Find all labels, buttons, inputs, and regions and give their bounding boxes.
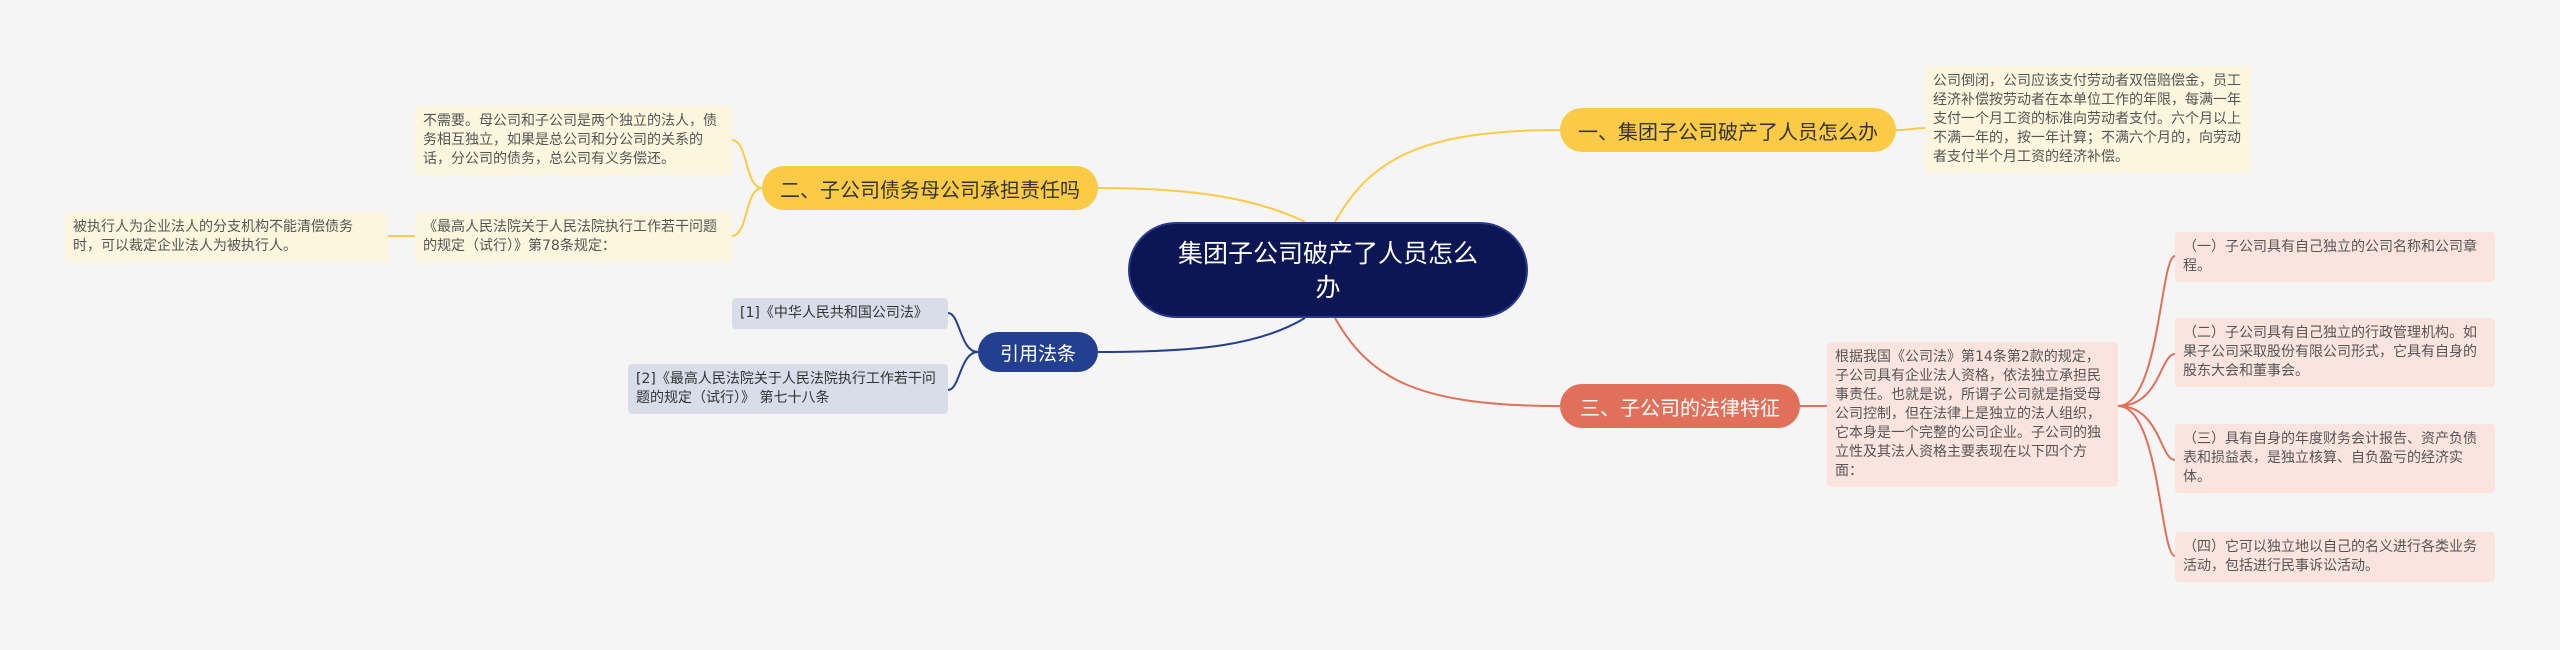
root-title: 集团子公司破产了人员怎么办 — [1177, 239, 1478, 302]
branch-2-node[interactable]: 二、子公司债务母公司承担责任吗 — [762, 166, 1098, 210]
branch-2-note-1[interactable]: 不需要。母公司和子公司是两个独立的法人，债务相互独立，如果是总公司和分公司的关系… — [415, 106, 732, 175]
reference-2[interactable]: [2]《最高人民法院关于人民法院执行工作若干问题的规定（试行）》 第七十八条 — [628, 364, 948, 414]
branch-references-node[interactable]: 引用法条 — [978, 332, 1098, 372]
branch-3-item-2-text: （二）子公司具有自己独立的行政管理机构。如果子公司采取股份有限公司形式，它具有自… — [2183, 325, 2477, 379]
branch-3-item-3-text: （三）具有自身的年度财务会计报告、资产负债表和损益表，是独立核算、自负盈亏的经济… — [2183, 431, 2477, 485]
branch-references-label: 引用法条 — [999, 342, 1076, 365]
branch-1-label: 一、集团子公司破产了人员怎么办 — [1578, 119, 1878, 144]
branch-3-label: 三、子公司的法律特征 — [1580, 395, 1780, 420]
branch-1-note[interactable]: 公司倒闭，公司应该支付劳动者双倍赔偿金，员工经济补偿按劳动者在本单位工作的年限，… — [1925, 66, 2251, 173]
edge-branch4-ref1 — [947, 312, 979, 353]
branch-3-item-3[interactable]: （三）具有自身的年度财务会计报告、资产负债表和损益表，是独立核算、自负盈亏的经济… — [2175, 424, 2495, 493]
edge-center-branch4 — [1097, 317, 1306, 353]
branch-3-node[interactable]: 三、子公司的法律特征 — [1560, 384, 1800, 428]
edge-center-branch2 — [1097, 187, 1306, 223]
branch-3-note[interactable]: 根据我国《公司法》第14条第2款的规定，子公司具有企业法人资格，依法独立承担民事… — [1827, 342, 2118, 487]
edge-note-item4 — [2117, 405, 2176, 557]
branch-3-item-2[interactable]: （二）子公司具有自己独立的行政管理机构。如果子公司采取股份有限公司形式，它具有自… — [2175, 318, 2495, 387]
reference-2-text: [2]《最高人民法院关于人民法院执行工作若干问题的规定（试行）》 第七十八条 — [636, 371, 936, 406]
branch-2-note-1-text: 不需要。母公司和子公司是两个独立的法人，债务相互独立，如果是总公司和分公司的关系… — [423, 113, 717, 167]
branch-1-note-text: 公司倒闭，公司应该支付劳动者双倍赔偿金，员工经济补偿按劳动者在本单位工作的年限，… — [1933, 73, 2241, 165]
branch-2-note-3[interactable]: 被执行人为企业法人的分支机构不能清偿债务时，可以裁定企业法人为被执行人。 — [65, 212, 388, 262]
edge-branch4-ref2 — [947, 351, 979, 391]
edge-center-branch3 — [1334, 317, 1561, 407]
edge-note-item2 — [2117, 353, 2176, 407]
root-node[interactable]: 集团子公司破产了人员怎么办 — [1128, 222, 1528, 318]
branch-3-item-1-text: （一）子公司具有自己独立的公司名称和公司章程。 — [2183, 239, 2477, 274]
edge-branch2-note2 — [731, 187, 763, 237]
branch-2-note-3-text: 被执行人为企业法人的分支机构不能清偿债务时，可以裁定企业法人为被执行人。 — [73, 219, 353, 254]
edge-note-item3 — [2117, 405, 2176, 461]
branch-2-note-2[interactable]: 《最高人民法院关于人民法院执行工作若干问题的规定（试行）》第78条规定： — [415, 212, 732, 262]
edge-branch2-note1 — [731, 139, 763, 189]
reference-1[interactable]: [1]《中华人民共和国公司法》 — [732, 298, 948, 329]
branch-3-item-1[interactable]: （一）子公司具有自己独立的公司名称和公司章程。 — [2175, 232, 2495, 282]
branch-3-item-4[interactable]: （四）它可以独立地以自己的名义进行各类业务活动，包括进行民事诉讼活动。 — [2175, 532, 2495, 582]
branch-2-note-2-text: 《最高人民法院关于人民法院执行工作若干问题的规定（试行）》第78条规定： — [423, 219, 717, 254]
branch-3-note-text: 根据我国《公司法》第14条第2款的规定，子公司具有企业法人资格，依法独立承担民事… — [1835, 349, 2101, 479]
branch-3-item-4-text: （四）它可以独立地以自己的名义进行各类业务活动，包括进行民事诉讼活动。 — [2183, 539, 2477, 574]
reference-1-text: [1]《中华人民共和国公司法》 — [740, 305, 928, 321]
edge-note-item1 — [2117, 255, 2176, 407]
edge-center-branch1 — [1334, 129, 1561, 223]
branch-2-label: 二、子公司债务母公司承担责任吗 — [780, 177, 1080, 202]
branch-1-node[interactable]: 一、集团子公司破产了人员怎么办 — [1560, 108, 1896, 152]
edge-branch1-note — [1895, 127, 1926, 131]
